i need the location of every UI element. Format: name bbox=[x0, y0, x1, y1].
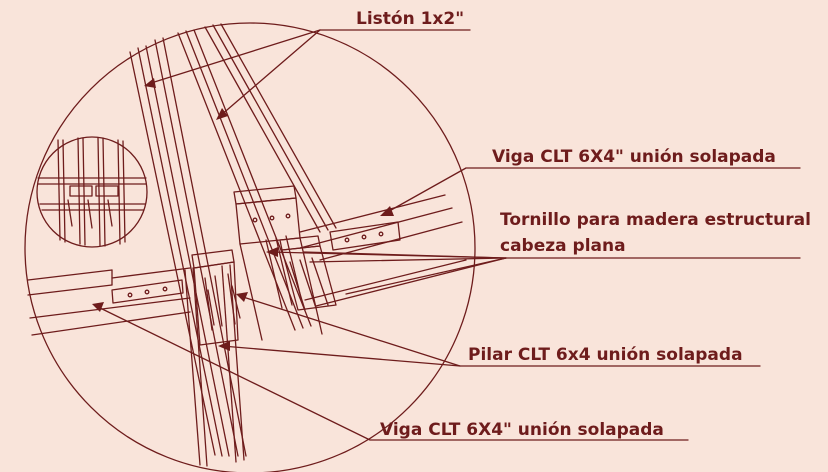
liston-battens bbox=[129, 23, 337, 457]
viga-clt-left bbox=[27, 267, 191, 336]
label-viga-bottom: Viga CLT 6X4" unión solapada bbox=[380, 420, 664, 440]
label-liston: Listón 1x2" bbox=[356, 9, 465, 29]
inset-detail bbox=[36, 136, 148, 248]
label-viga-top: Viga CLT 6X4" unión solapada bbox=[492, 147, 776, 167]
label-pilar: Pilar CLT 6x4 unión solapada bbox=[468, 345, 743, 365]
label-tornillo-line2: cabeza plana bbox=[500, 236, 626, 256]
label-tornillo-line1: Tornillo para madera estructural bbox=[500, 210, 811, 230]
detail-circle bbox=[24, 22, 476, 472]
tornillos bbox=[207, 235, 303, 326]
arrowheads bbox=[92, 78, 394, 351]
leader-lines bbox=[95, 29, 801, 441]
pilar-clt bbox=[184, 249, 245, 467]
